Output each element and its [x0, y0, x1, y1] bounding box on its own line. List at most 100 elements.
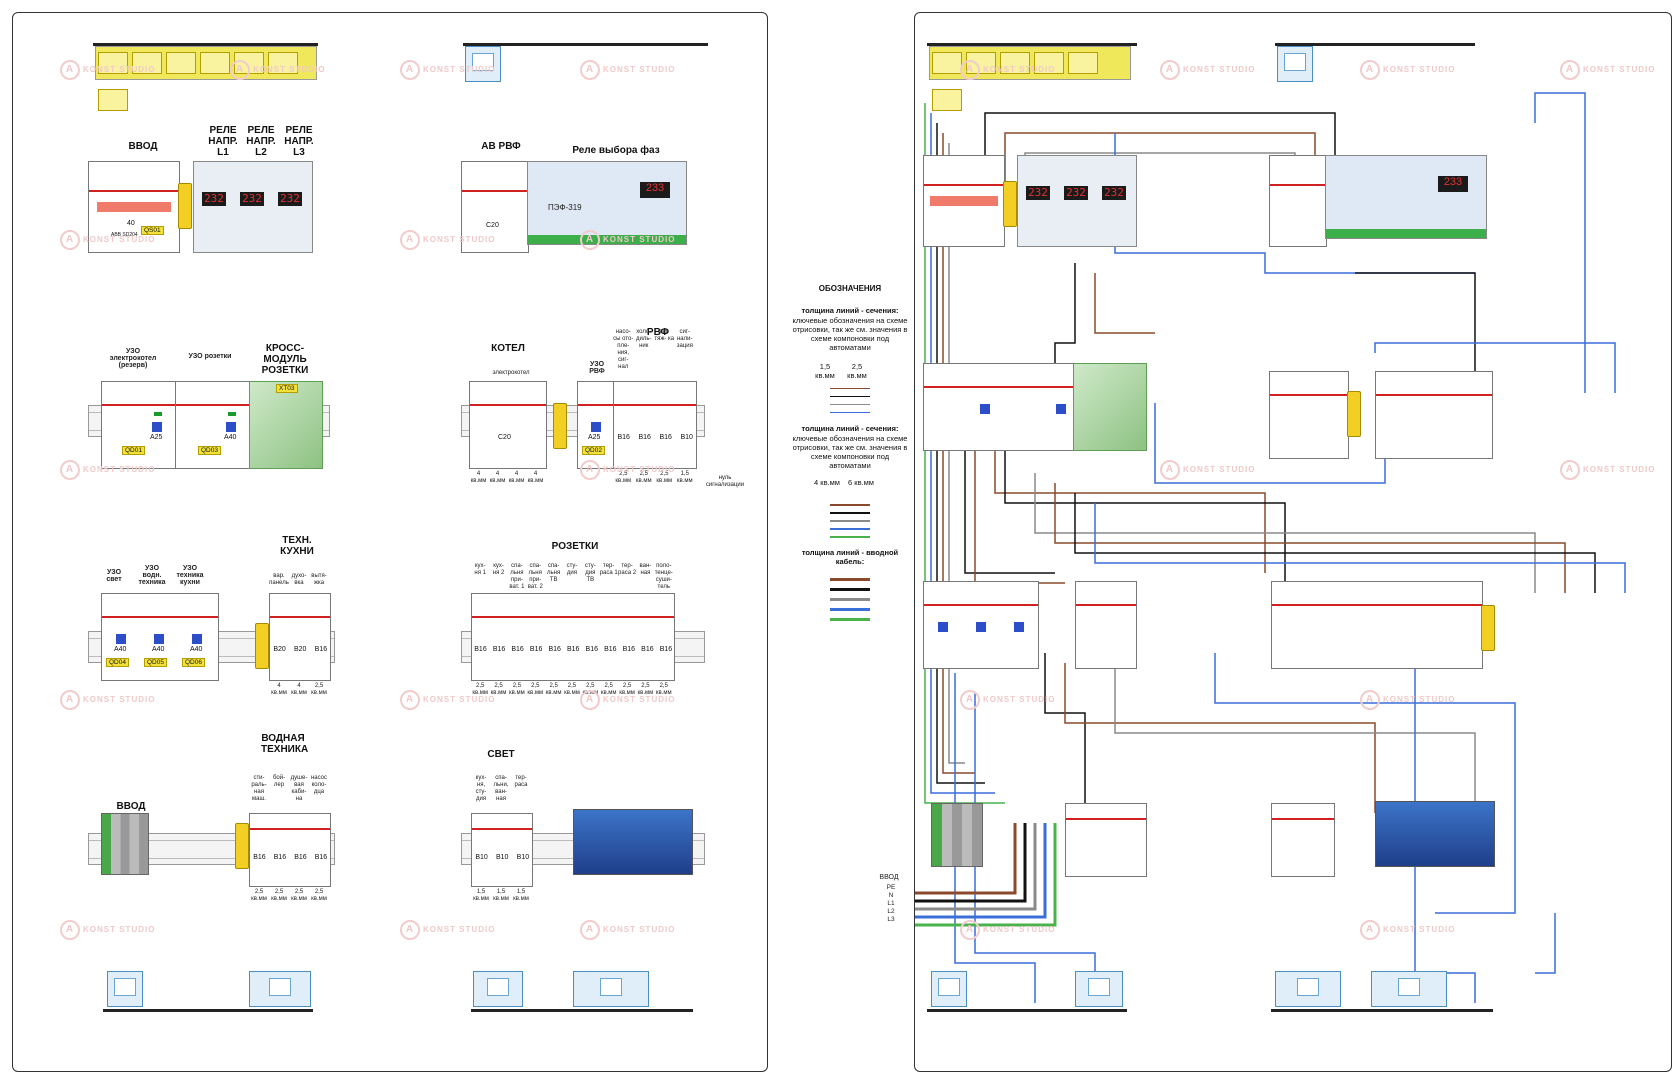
rcd-group-qd04-06: [923, 581, 1039, 669]
column-size: 2,5 кв.мм: [251, 889, 267, 902]
column-label: 2,5 кв.мм: [311, 683, 327, 696]
column-label: 2,5 кв.мм: [635, 471, 652, 484]
column-label: спа- льня ТВ: [547, 563, 561, 583]
legend-line: [830, 578, 870, 581]
column-size: 2,5 кв.мм: [600, 683, 617, 696]
rating: B16: [492, 646, 506, 653]
column-label: ван- ная: [639, 563, 652, 576]
column-label: кух- ня 1: [474, 563, 486, 576]
legend-line: [830, 512, 870, 514]
legend-line: [830, 598, 870, 601]
label-uzo-el: УЗО электрокотел (резерв): [109, 348, 157, 369]
legend-line: [830, 588, 870, 591]
junction-box: [1371, 971, 1447, 1007]
section-title-vvod2: ВВОД: [116, 801, 146, 812]
rating: B16: [638, 434, 651, 441]
rating: B16: [314, 854, 328, 861]
vodnaya-breakers: [1065, 803, 1147, 877]
column-label: поло- тенце- суши- тель: [654, 563, 673, 590]
phase-selector-relay: ПЭФ-319 233: [527, 161, 687, 245]
breaker-qs01: 40 ABB SD204 QS01: [88, 161, 180, 253]
rcd-qd02: A25 QD02: [577, 381, 615, 469]
column-label: сиг- нали- зация: [676, 329, 693, 349]
legend-block1-title: толщина линий - сечения:: [801, 306, 899, 315]
top-rail-2: [463, 43, 708, 46]
rating: B20: [273, 646, 286, 653]
column-size: 2,5 кв.мм: [311, 889, 327, 902]
column-label: вытя- жка: [311, 573, 327, 586]
end-clamp: [235, 823, 249, 869]
column-label: 2,5 кв.мм: [615, 471, 632, 484]
dimmer-modules: [573, 809, 693, 875]
label-uzo-roz: УЗО розетки: [188, 353, 232, 360]
legend-line: [830, 520, 870, 522]
tag-qd01: QD01: [122, 446, 145, 455]
rating: B16: [659, 434, 672, 441]
column-label: насо- сы ото- пле- ния, сиг- нал: [613, 329, 634, 370]
rozetki-column-labels: кух- ня 1 кух- ня 2 спа- льня при- ват. 1 с…: [471, 563, 673, 591]
column-size: 1,5 кв.мм: [513, 889, 529, 902]
top-rail-2: [1275, 43, 1475, 46]
column-label: 4 кв.мм: [527, 471, 544, 484]
section-title-rele-l1: РЕЛЕ НАПР. L1: [208, 125, 238, 158]
column-label: спа- льня при- ват. 1: [509, 563, 525, 590]
tehn-breakers: [1075, 581, 1137, 669]
bottom-rail: [927, 1009, 1127, 1012]
column-size: 2,5 кв.мм: [545, 683, 562, 696]
rating: B16: [253, 854, 266, 861]
section-title-rele-l2: РЕЛЕ НАПР. L2: [246, 125, 276, 158]
legend-line: [830, 504, 870, 506]
section-title-rele-l3: РЕЛЕ НАПР. L3: [284, 125, 314, 158]
section-title-vodnaya: ВОДНАЯ ТЕХНИКА: [261, 733, 309, 755]
n-busbar: [929, 46, 1131, 111]
section-title-kotel: КОТЕЛ: [491, 343, 525, 354]
rating: B16: [585, 646, 598, 653]
label-uzo-vod: УЗО водн. техника: [138, 565, 166, 586]
column-label: тер- раса 1: [599, 563, 618, 576]
column-label: 1,5 кв.мм: [676, 471, 693, 484]
junction-box: [931, 971, 967, 1007]
top-rail: [927, 43, 1137, 46]
rating: C20: [486, 222, 499, 229]
column-label: кух- ня 2: [492, 563, 505, 576]
section-title-rele-vybora: Реле выбора фаз: [572, 145, 660, 156]
column-size: 2,5 кв.мм: [527, 683, 544, 696]
column-label: тер- раса: [514, 775, 528, 788]
column-label: сту- дия ТВ: [584, 563, 596, 583]
column-size: 2,5 кв.мм: [509, 683, 525, 696]
column-size: 2,5 кв.мм: [271, 889, 287, 902]
rating: B10: [680, 434, 693, 441]
section-title-vvod: ВВОД: [128, 141, 158, 152]
junction-box: [107, 971, 143, 1007]
rating: B20: [294, 646, 307, 653]
end-clamp: [1481, 605, 1495, 651]
column-label: насос коло- дца: [310, 775, 328, 795]
column-size: 2,5 кв.мм: [582, 683, 599, 696]
section-title-av-rvf: АВ РВФ: [481, 141, 521, 152]
tag-qd06: QD06: [182, 658, 205, 667]
legend-line: [830, 608, 870, 611]
breaker-kotel: [1269, 371, 1349, 459]
pef-name: ПЭФ-319: [548, 203, 582, 212]
svet-breakers: [1271, 803, 1335, 877]
legend-block1-text: ключевые обозначения на схеме отрисовки,…: [792, 316, 908, 352]
rcd-qd01: A25 QD01: [101, 381, 177, 469]
rating: B16: [294, 854, 307, 861]
bottom-rail-2: [471, 1009, 693, 1012]
phase-label: L2: [887, 908, 895, 915]
cross-module-xt03: [1073, 363, 1147, 451]
column-size: 2,5 кв.мм: [564, 683, 580, 696]
bottom-rail: [103, 1009, 313, 1012]
wiring-panel: 232 232 232 233: [914, 12, 1672, 1072]
